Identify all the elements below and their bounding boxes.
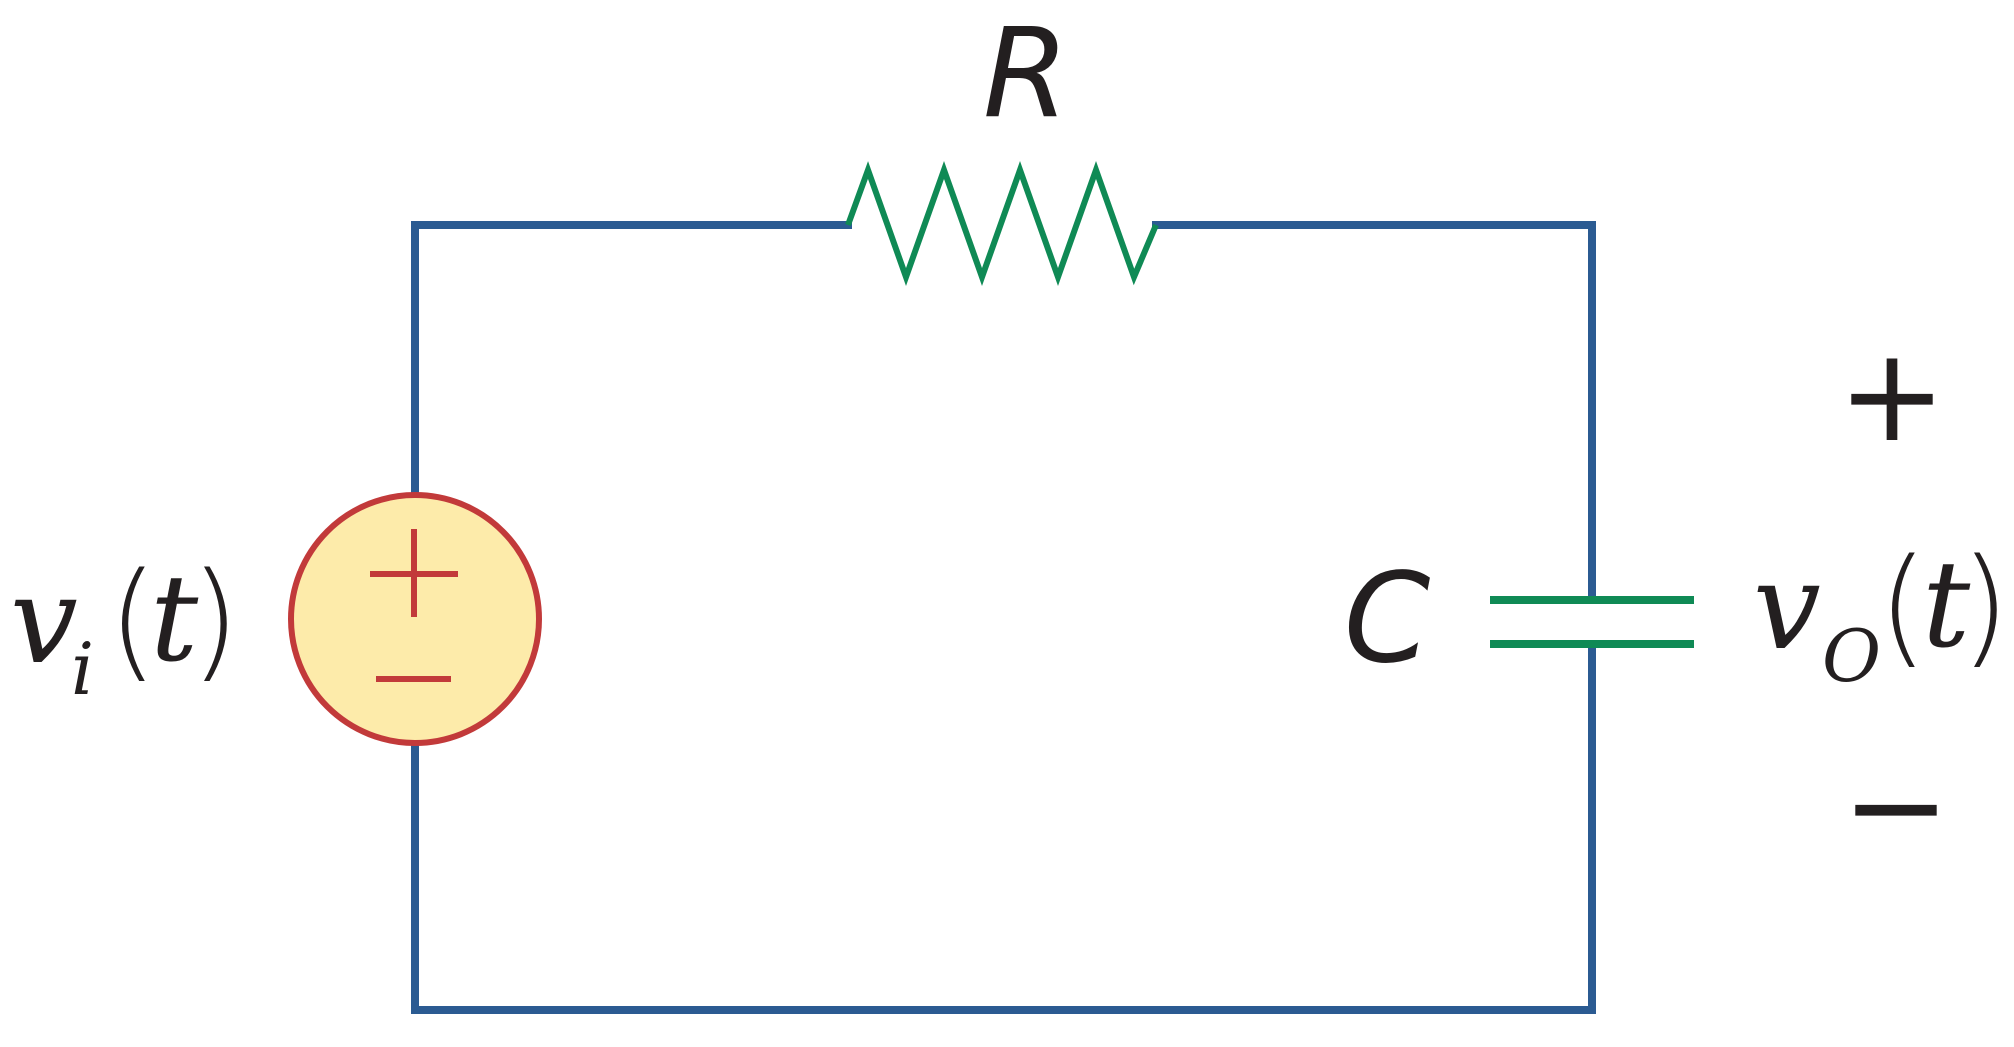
input-voltage-symbol: v xyxy=(10,552,78,691)
output-plus-sign: + xyxy=(1838,319,1947,471)
input-voltage-label: v i ( t ) xyxy=(10,546,240,711)
output-voltage-argument: t xyxy=(1922,536,1971,675)
resistor-icon xyxy=(845,161,1159,286)
output-voltage-close-paren: ) xyxy=(1960,532,2010,681)
capacitor-label: C xyxy=(1344,547,1431,691)
source-circle xyxy=(288,492,542,746)
output-voltage-open-paren: ( xyxy=(1878,532,1928,681)
output-voltage-subscript: O xyxy=(1822,614,1881,698)
output-minus-sign: − xyxy=(1842,730,1951,882)
input-voltage-argument: t xyxy=(150,550,199,689)
input-voltage-close-paren: ) xyxy=(190,546,240,695)
wire-top-left xyxy=(411,221,852,493)
circuit-wires xyxy=(411,221,1596,1014)
output-voltage-label: v O ( t ) xyxy=(1753,532,2010,698)
resistor-zigzag xyxy=(845,161,1159,286)
wire-bottom xyxy=(411,645,1596,1014)
resistor-label: R xyxy=(983,2,1069,146)
input-voltage-open-paren: ( xyxy=(108,546,158,695)
input-voltage-subscript: i xyxy=(71,627,94,711)
output-voltage-symbol: v xyxy=(1753,538,1821,677)
capacitor-icon xyxy=(1490,596,1694,648)
ac-voltage-source-icon xyxy=(288,492,542,746)
wire-top-right xyxy=(1152,221,1596,598)
